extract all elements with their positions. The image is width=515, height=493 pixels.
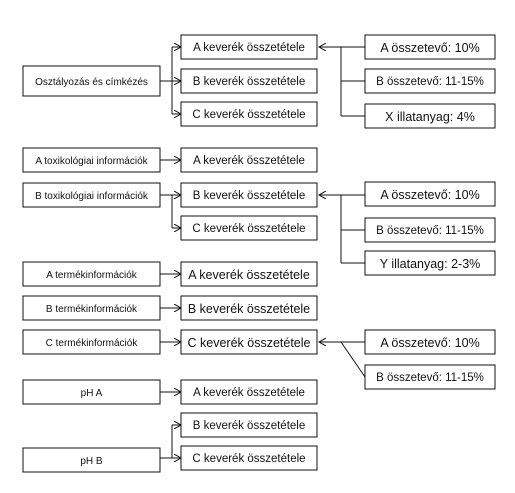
node-ingredient-a-3-label: A összetevő: 10% bbox=[380, 336, 479, 350]
node-ingredient-b-2 bbox=[364, 217, 496, 243]
node-mix-a-label: A keverék összetétele bbox=[193, 42, 305, 54]
node-ingredient-b-3-label: B összetevő: 11-15% bbox=[376, 372, 484, 384]
node-product-b-label: B termékinformációk bbox=[46, 304, 138, 315]
node-mix-b-tox-label: B keverék összetétele bbox=[193, 190, 306, 202]
node-mix-c-label: C keverék összetétele bbox=[192, 109, 305, 121]
node-fragrance-x bbox=[364, 103, 496, 129]
group-tox-b: B toxikológiai információk B keverék öss… bbox=[22, 181, 496, 276]
node-ingredient-a-label: A összetevő: 10% bbox=[380, 41, 479, 55]
node-classification bbox=[22, 65, 161, 97]
connector bbox=[340, 341, 366, 378]
node-mix-b-ph bbox=[180, 412, 318, 438]
node-ingredient-b-3 bbox=[364, 364, 496, 390]
node-mix-b-tox bbox=[180, 182, 318, 208]
node-tox-a bbox=[22, 147, 161, 173]
node-fragrance-x-label: X illatanyag: 4% bbox=[385, 110, 475, 124]
group-classification: Osztályozás és címkézés A keverék összet… bbox=[22, 34, 496, 129]
node-ingredient-b bbox=[364, 68, 496, 94]
node-product-c bbox=[22, 329, 161, 355]
group-product-c: C termékinformációk C keverék összetétel… bbox=[22, 329, 496, 390]
node-mix-a-ph-label: A keverék összetétele bbox=[193, 387, 305, 399]
node-ingredient-b-2-label: B összetevő: 11-15% bbox=[376, 225, 484, 237]
group-ph-b: pH B B keverék összetétele C keverék öss… bbox=[22, 412, 318, 473]
node-mix-a bbox=[180, 34, 318, 60]
node-mix-c bbox=[180, 101, 318, 127]
node-fragrance-y-label: Y illatanyag: 2-3% bbox=[380, 257, 481, 271]
node-mix-b-product-label: B keverék összetétele bbox=[188, 302, 310, 316]
node-mix-b-product bbox=[180, 295, 318, 321]
node-mix-b bbox=[180, 68, 318, 94]
node-ingredient-b-label: B összetevő: 11-15% bbox=[376, 76, 484, 88]
node-mix-c-tox bbox=[180, 215, 318, 241]
node-product-a bbox=[22, 261, 161, 287]
node-mix-a-product bbox=[180, 261, 318, 287]
node-mix-c-tox-label: C keverék összetétele bbox=[192, 223, 305, 235]
node-ph-b-label: pH B bbox=[80, 456, 103, 467]
node-ph-b bbox=[22, 447, 161, 473]
node-tox-a-label: A toxikológiai információk bbox=[35, 156, 148, 167]
node-mix-c-product-label: C keverék összetétele bbox=[188, 336, 311, 350]
node-mix-a-tox-label: A keverék összetétele bbox=[193, 155, 305, 167]
group-ph-a: pH A A keverék összetétele bbox=[22, 379, 318, 405]
group-product-a: A termékinformációk A keverék összetétel… bbox=[22, 261, 318, 287]
group-tox-a: A toxikológiai információk A keverék öss… bbox=[22, 147, 318, 173]
node-ingredient-a-3 bbox=[364, 329, 496, 355]
node-ph-a-label: pH A bbox=[81, 388, 103, 399]
node-mix-c-ph bbox=[180, 445, 318, 471]
node-ingredient-a bbox=[364, 34, 496, 60]
node-mix-a-ph bbox=[180, 379, 318, 405]
node-ingredient-a-2-label: A összetevő: 10% bbox=[380, 188, 479, 202]
node-mix-b-label: B keverék összetétele bbox=[193, 76, 306, 88]
group-product-b: B termékinformációk B keverék összetétel… bbox=[22, 295, 318, 321]
node-mix-c-product bbox=[180, 329, 318, 355]
node-mix-c-ph-label: C keverék összetétele bbox=[192, 453, 305, 465]
node-mix-b-ph-label: B keverék összetétele bbox=[193, 420, 306, 432]
node-product-c-label: C termékinformációk bbox=[46, 338, 139, 349]
node-mix-a-product-label: A keverék összetétele bbox=[188, 268, 310, 282]
node-tox-b-label: B toxikológiai információk bbox=[35, 191, 149, 202]
node-tox-b bbox=[22, 182, 161, 208]
node-mix-a-tox bbox=[180, 147, 318, 173]
node-fragrance-y bbox=[364, 250, 496, 276]
node-classification-label: Osztályozás és címkézés bbox=[35, 77, 148, 88]
node-product-a-label: A termékinformációk bbox=[46, 270, 138, 281]
node-ingredient-a-2 bbox=[364, 181, 496, 207]
